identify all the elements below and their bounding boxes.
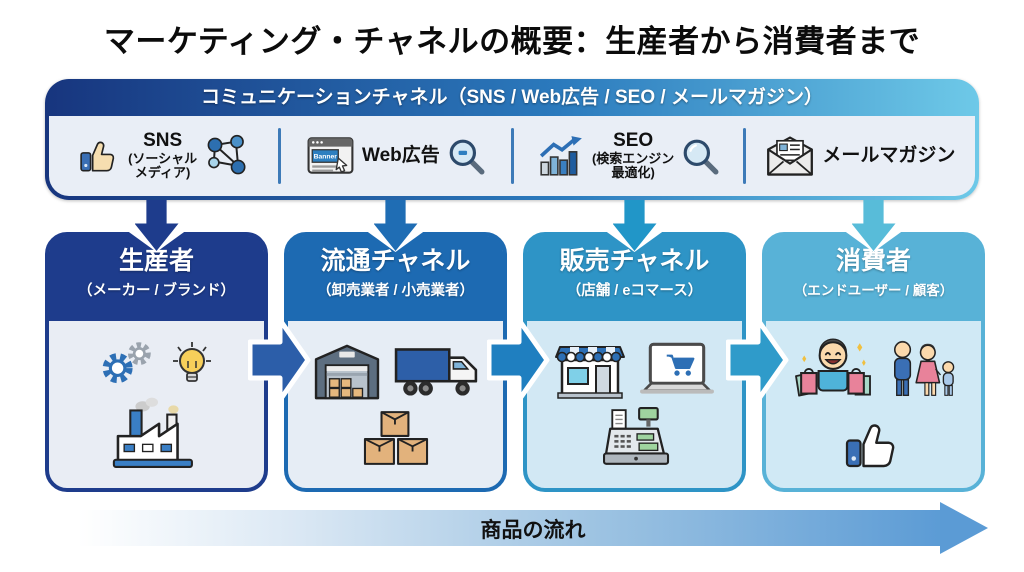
stage-distribution: 流通チャネル （卸売業者 / 小売業者） xyxy=(284,200,550,492)
flow-label: 商品の流れ xyxy=(480,519,586,542)
channel-mail-magazine: メールマガジン xyxy=(746,116,975,196)
channel-sns: SNS (ソーシャル メディア) xyxy=(49,116,278,196)
stage-flow-arrow-icon xyxy=(487,317,550,403)
stage-sales: 販売チャネル （店舗 / eコマース） xyxy=(523,200,789,492)
factory-icon xyxy=(112,397,193,468)
lightbulb-icon xyxy=(172,341,211,382)
warehouse-icon xyxy=(314,344,379,399)
channel-separator xyxy=(278,128,282,184)
banner-icon-text: Banner xyxy=(314,154,338,161)
family-icon xyxy=(893,340,954,396)
thumbs-up-icon xyxy=(80,141,115,172)
channel-sns-label: SNS (ソーシャル メディア) xyxy=(128,130,198,181)
stage-producer-body xyxy=(49,321,264,488)
stage-flow-arrow-icon xyxy=(248,317,311,403)
stage-consumer-body xyxy=(766,321,981,488)
shopper-icon xyxy=(794,337,871,397)
stage-distribution-body xyxy=(288,321,503,488)
channel-list: SNS (ソーシャル メディア) xyxy=(49,116,975,196)
gear-icon xyxy=(102,341,151,383)
stage-flow-arrow-icon xyxy=(726,317,789,403)
truck-icon xyxy=(394,347,477,396)
banner-title: コミュニケーションチャネル（SNS / Web広告 / SEO / メールマガジ… xyxy=(201,87,823,108)
stage-sales-body xyxy=(527,321,742,488)
cash-register-icon xyxy=(602,406,669,465)
channel-seo: SEO (検索エンジン 最適化) xyxy=(514,116,743,196)
network-icon xyxy=(207,134,246,175)
channel-separator xyxy=(510,128,514,184)
mail-icon xyxy=(767,136,814,176)
stage-consumer-header: 消費者 （エンドユーザー / 顧客） xyxy=(766,236,981,321)
channel-web-ads-label: Web広告 xyxy=(361,144,440,166)
channel-seo-label: SEO (検索エンジン 最適化) xyxy=(591,130,675,181)
communication-channel-banner: コミュニケーションチャネル（SNS / Web広告 / SEO / メールマガジ… xyxy=(45,79,979,200)
magnifier-icon xyxy=(449,139,485,175)
page-title: マーケティング・チャネルの概要：生産者から消費者まで xyxy=(103,24,921,59)
stage-producer: 生産者 （メーカー / ブランド） xyxy=(45,200,311,492)
browser-banner-icon: Banner xyxy=(307,137,354,174)
product-flow-arrow: 商品の流れ xyxy=(78,502,988,554)
boxes-icon xyxy=(363,410,428,465)
stage-consumer: 消費者 （エンドユーザー / 顧客） xyxy=(762,200,985,492)
flow-arrow-bar xyxy=(78,510,944,546)
store-icon xyxy=(554,345,625,399)
laptop-cart-icon xyxy=(639,342,714,394)
channel-web-ads: Banner Web広告 xyxy=(281,116,510,196)
stages-row: 生産者 （メーカー / ブランド） xyxy=(45,200,985,492)
seo-chart-icon xyxy=(539,136,582,176)
magnifier-icon xyxy=(683,139,719,175)
thumbs-up-icon xyxy=(845,423,894,467)
channel-mail-magazine-label: メールマガジン xyxy=(822,144,956,166)
stage-sales-header: 販売チャネル （店舗 / eコマース） xyxy=(527,236,742,321)
channel-separator xyxy=(742,128,746,184)
